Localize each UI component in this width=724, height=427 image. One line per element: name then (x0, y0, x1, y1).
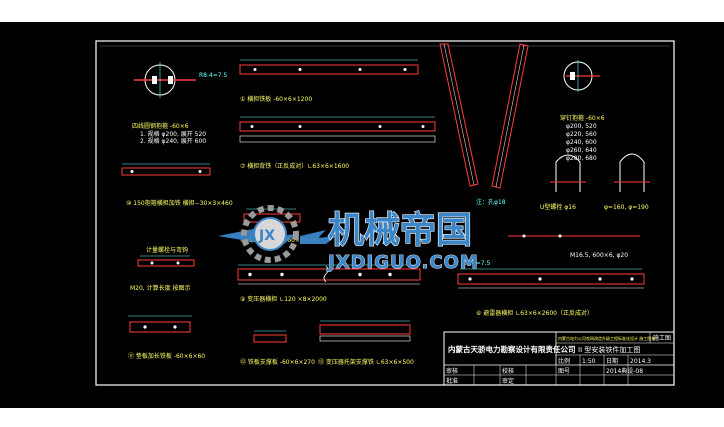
signature-cell: 审核 (446, 367, 458, 375)
small-plate-caption: ⑪ 垫板加长铁板 -60×6×60 (128, 352, 205, 360)
bolt-detail-note: M20, 计算长度 按图示 (130, 284, 191, 292)
title-drawing-name: II 型安装铁件加工图 (578, 345, 640, 354)
plate-top-drawing (239, 59, 419, 75)
signature-cell: 校核 (502, 367, 514, 375)
round-clamp-drawing: R8.4=7.5 (134, 62, 227, 98)
drawing-no-label: 图号 (558, 368, 570, 375)
watermark-logo: JX 机械帝国 JXDIGUO.COM (218, 205, 479, 273)
flat-bar-caption: ⑩ 150抱箍横担加铁 横担−30×3×460 (126, 199, 233, 207)
watermark-wing-right (300, 230, 336, 244)
plate-2-drawing (239, 116, 436, 143)
watermark-gear-icon (241, 205, 299, 263)
bottom-small-2-caption: ⑬ 变压器托架支撑铁 ∟63×6×500 (318, 358, 414, 366)
long-bar-dim: R8.4=7.5 (462, 260, 490, 267)
right-round-caption: 穿钉抱箍 -60×6 (560, 114, 605, 122)
right-round-clamp-drawing (563, 60, 600, 92)
u-bolt-dims: φ=160, φ=190 (604, 204, 649, 211)
title-company: 内蒙古天骄电力勘察设计有限责任公司 (448, 344, 576, 354)
inclined-braces-drawing (439, 43, 529, 189)
mid-note: 注：孔φ18 (476, 198, 506, 206)
bottom-small-1-caption: ⑫ 铁板支撑板 -60×6×270 (240, 358, 315, 366)
scale-label: 比例 (558, 357, 570, 365)
plate-top-caption: ① 横担铁板 -60×6×1200 (240, 95, 312, 103)
bottom-small-2-drawing (319, 320, 411, 342)
signature-cell: 批准 (446, 377, 458, 385)
drawing-canvas: R8.4=7.5 四线圆钢抱箍 -60×6 1. 规格 φ200, 展开 520… (95, 40, 675, 386)
cross-arm-caption: ⑨ 变压器横担 ∟120 ×8×2000 (240, 295, 327, 303)
clamp-dim-label: R8.4=7.5 (199, 72, 227, 79)
bolt-detail-title: 计量螺栓与弯钩 (146, 246, 188, 254)
small-plate-drawing (128, 315, 192, 333)
cross-arm-drawing (237, 264, 421, 285)
clamp-note-1: 1. 规格 φ200, 展开 520 (140, 130, 206, 138)
drawing-frame (95, 40, 675, 386)
signature-cell: 审定 (502, 377, 514, 385)
flat-bar-drawing (121, 163, 211, 176)
bolt-detail-drawing (137, 255, 195, 267)
date-value: 2014.3 (630, 358, 651, 365)
watermark-url: JXDIGUO.COM (326, 252, 479, 273)
watermark-title: 机械帝国 (328, 210, 472, 251)
clamp-caption: 四线圆钢抱箍 -60×6 (132, 122, 189, 130)
date-label: 日期 (606, 357, 618, 365)
long-angle-caption: ⑥ 避雷器横担 ∟63×6×2600（正反成对） (476, 309, 593, 317)
right-plate-note: M16.5, 600×6, φ20 (570, 252, 628, 259)
clamp-note-2: 2. 规格 φ240, 展开 600 (140, 137, 206, 145)
right-size-item: φ280, 680 (566, 155, 597, 162)
right-size-item: φ200, 520 (566, 123, 597, 130)
signature-row-2: 批准 审定 (446, 377, 514, 385)
title-block (443, 331, 675, 386)
signature-row: 审核 校核 (446, 367, 514, 375)
scale-value: 1:50 (582, 358, 596, 365)
title-stage: 施工图 (653, 334, 671, 342)
u-bolt-caption: U型螺栓 φ16 (540, 203, 576, 211)
long-angle-drawing (457, 234, 645, 289)
plate-2-caption: ⑦ 横担背铁（正反成对）∟63×6×1600 (240, 162, 349, 170)
right-size-item: φ220, 560 (566, 131, 597, 138)
right-size-item: φ240, 600 (566, 139, 597, 146)
title-project: 内蒙古电力公司农网改造升级工程标准化设计 施工图集 (558, 335, 655, 341)
watermark-emblem: JX (258, 228, 275, 244)
drawing-no-value: 2014典设-08 (606, 367, 643, 375)
u-bolt-drawing (550, 153, 650, 192)
bottom-small-1-drawing (253, 330, 287, 343)
cad-drawing-viewport[interactable]: R8.4=7.5 四线圆钢抱箍 -60×6 1. 规格 φ200, 展开 520… (0, 22, 724, 408)
right-size-item: φ260, 640 (566, 147, 597, 154)
